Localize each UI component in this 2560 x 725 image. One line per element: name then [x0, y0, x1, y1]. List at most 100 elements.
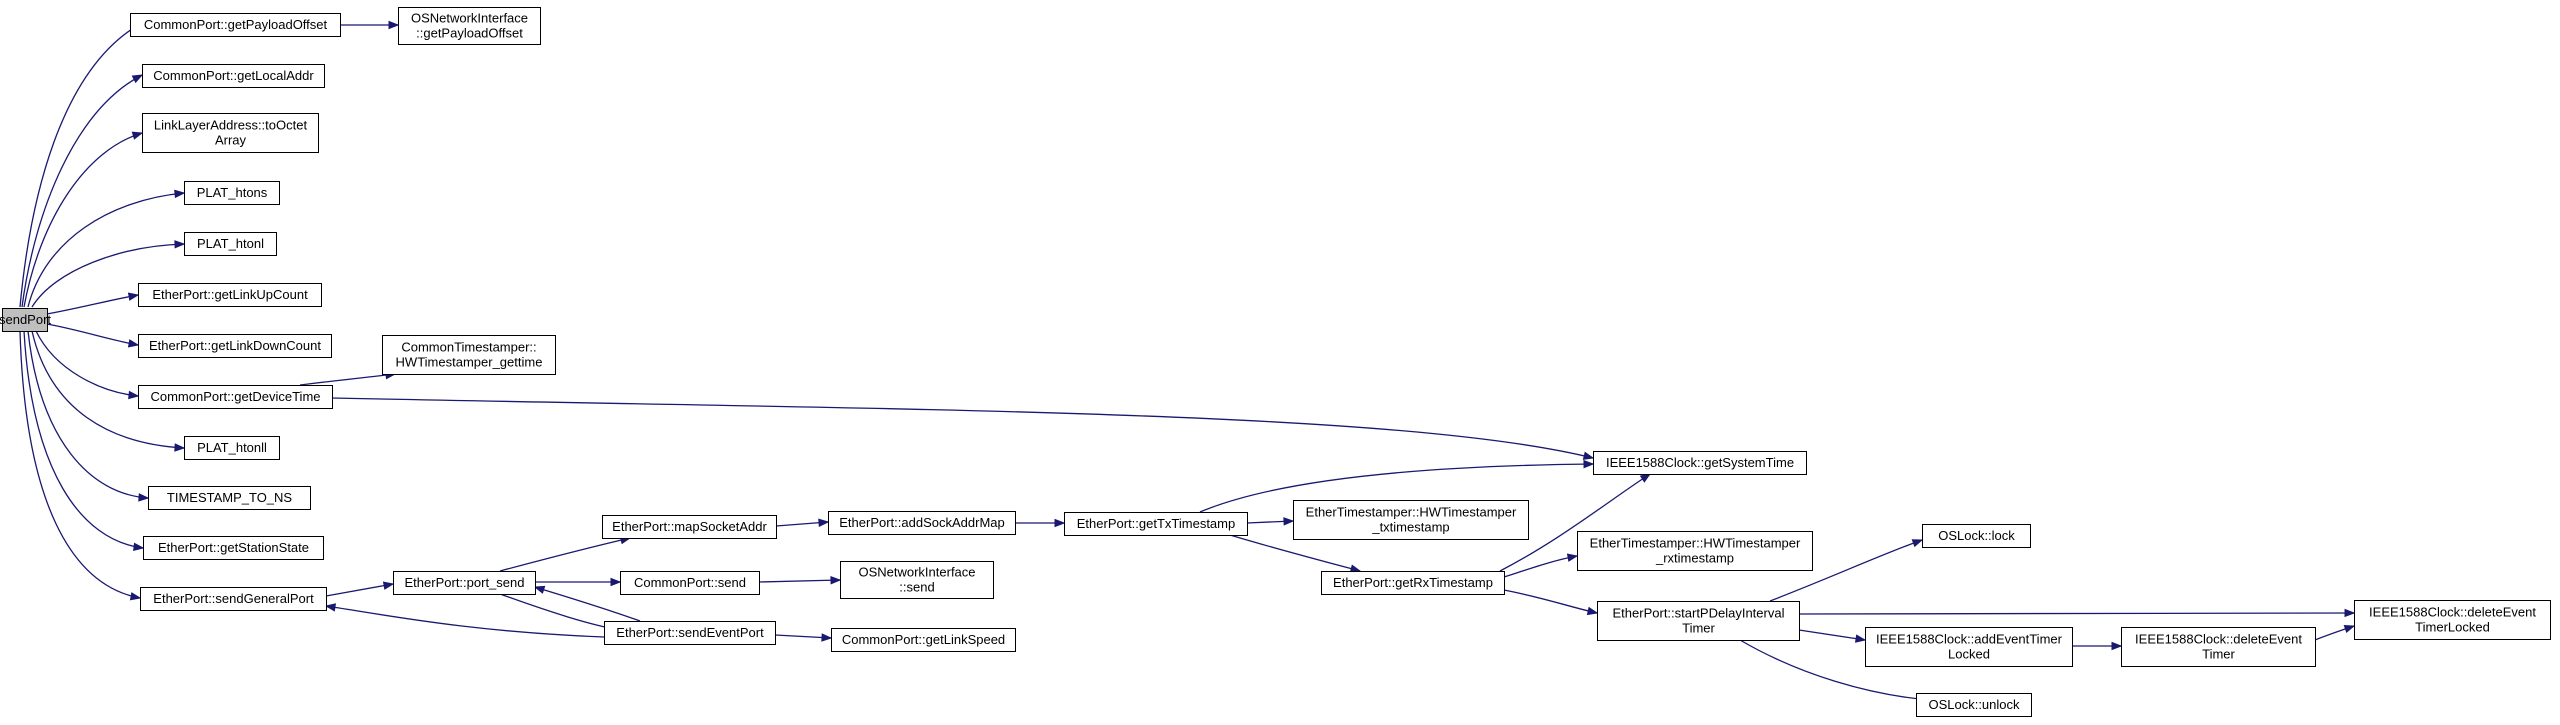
node-label: LinkLayerAddress::toOctet	[154, 118, 308, 133]
node-getStationState[interactable]: EtherPort::getStationState	[143, 536, 324, 560]
edge-line	[1798, 611, 2355, 615]
arrowhead	[1582, 451, 1595, 460]
node-ts_to_ns[interactable]: TIMESTAMP_TO_NS	[148, 486, 311, 510]
node-label: TimerLocked	[2415, 620, 2490, 635]
node-box[interactable]	[1064, 512, 1248, 536]
arrowhead	[174, 240, 186, 249]
node-cp_send[interactable]: CommonPort::send	[620, 571, 760, 595]
edge-getDeviceTime-to-getSystemTime	[331, 397, 1595, 460]
node-mapSocketAddr[interactable]: EtherPort::mapSocketAddr	[602, 515, 777, 539]
node-getLocalAddr[interactable]: CommonPort::getLocalAddr	[142, 64, 325, 88]
node-getRxTimestamp[interactable]: EtherPort::getRxTimestamp	[1321, 571, 1505, 595]
node-unlock[interactable]: OSLock::unlock	[1916, 693, 2032, 717]
arrowhead	[2343, 624, 2356, 634]
node-box[interactable]	[840, 561, 994, 599]
node-sendGeneralPort[interactable]: EtherPort::sendGeneralPort	[140, 587, 327, 611]
node-box[interactable]	[604, 621, 776, 645]
node-box[interactable]	[143, 536, 324, 560]
node-box[interactable]	[142, 113, 319, 153]
edge-line	[19, 23, 141, 308]
node-box[interactable]	[2121, 627, 2316, 667]
node-box[interactable]	[602, 515, 777, 539]
node-hw_gettime[interactable]: CommonTimestamper::HWTimestamper_gettime	[382, 335, 556, 375]
node-htonl[interactable]: PLAT_htonl	[184, 232, 277, 256]
node-box[interactable]	[148, 486, 311, 510]
node-box[interactable]	[1922, 524, 2031, 548]
edge-addSockAddrMap-to-getTxTimestamp	[1015, 518, 1066, 528]
node-box[interactable]	[130, 13, 341, 37]
edge-sendPort-to-getDeviceTime	[35, 330, 140, 400]
node-box[interactable]	[138, 334, 332, 358]
node-getLinkSpeed[interactable]: CommonPort::getLinkSpeed	[831, 628, 1016, 652]
edge-line	[21, 74, 143, 308]
node-box[interactable]	[1293, 500, 1529, 540]
edge-line	[46, 294, 139, 315]
arrowhead	[1283, 517, 1295, 526]
node-box[interactable]	[138, 283, 322, 307]
node-hw_tx[interactable]: EtherTimestamper::HWTimestamper_txtimest…	[1293, 500, 1529, 540]
node-getTxTimestamp[interactable]: EtherPort::getTxTimestamp	[1064, 512, 1248, 536]
edge-startPDelay-to-addEventTimer	[1798, 629, 1867, 643]
node-port_send[interactable]: EtherPort::port_send	[393, 571, 536, 595]
node-label: EtherPort::startPDelayInterval	[1613, 606, 1785, 621]
node-lock[interactable]: OSLock::lock	[1922, 524, 2031, 548]
node-osni_getPayloadOffset[interactable]: OSNetworkInterface::getPayloadOffset	[398, 7, 541, 45]
node-box[interactable]	[2354, 600, 2551, 640]
node-getSystemTime[interactable]: IEEE1588Clock::getSystemTime	[1593, 451, 1807, 475]
node-getDeviceTime[interactable]: CommonPort::getDeviceTime	[138, 385, 333, 409]
node-label: CommonPort::getDeviceTime	[150, 389, 320, 404]
node-box[interactable]	[1916, 693, 2032, 717]
edge-getTxTimestamp-to-hw_tx	[1246, 517, 1295, 526]
node-label: PLAT_htonl	[197, 236, 264, 251]
node-box[interactable]	[2, 308, 48, 332]
node-box[interactable]	[1577, 531, 1813, 571]
arrowhead	[830, 576, 842, 585]
node-label: EtherPort::addSockAddrMap	[839, 515, 1004, 530]
node-box[interactable]	[184, 181, 280, 205]
node-box[interactable]	[382, 335, 556, 375]
node-box[interactable]	[393, 571, 536, 595]
arrowhead	[128, 390, 140, 400]
node-htons[interactable]: PLAT_htons	[184, 181, 280, 205]
node-box[interactable]	[1865, 627, 2073, 667]
node-addSockAddrMap[interactable]: EtherPort::addSockAddrMap	[828, 511, 1016, 535]
node-label: EtherPort::getLinkUpCount	[152, 287, 308, 302]
node-box[interactable]	[1597, 601, 1800, 641]
node-box[interactable]	[140, 587, 327, 611]
edge-getTxTimestamp-to-getSystemTime	[1199, 459, 1595, 513]
node-box[interactable]	[142, 64, 325, 88]
node-htonll[interactable]: PLAT_htonll	[184, 436, 280, 460]
node-box[interactable]	[620, 571, 760, 595]
edge-line	[35, 330, 139, 397]
node-getLinkUpCount[interactable]: EtherPort::getLinkUpCount	[138, 283, 322, 307]
arrowhead	[610, 577, 622, 587]
edge-sendPort-to-htonl	[31, 240, 186, 308]
node-label: EtherPort::getRxTimestamp	[1333, 575, 1493, 590]
node-getLinkDownCount[interactable]: EtherPort::getLinkDownCount	[138, 334, 332, 358]
arrowhead	[133, 542, 145, 552]
node-box[interactable]	[1321, 571, 1505, 595]
node-box[interactable]	[828, 511, 1016, 535]
edge-line	[31, 330, 185, 449]
node-box[interactable]	[184, 232, 277, 256]
node-hw_rx[interactable]: EtherTimestamper::HWTimestamper_rxtimest…	[1577, 531, 1813, 571]
node-label: EtherPort::port_send	[405, 575, 525, 590]
node-label: IEEE1588Clock::addEventTimer	[1876, 632, 2063, 647]
node-sendPort[interactable]: sendPort	[0, 308, 51, 332]
node-box[interactable]	[138, 385, 333, 409]
node-box[interactable]	[398, 7, 541, 45]
node-label: Timer	[2202, 647, 2235, 662]
node-osni_send[interactable]: OSNetworkInterface::send	[840, 561, 994, 599]
node-getPayloadOffset[interactable]: CommonPort::getPayloadOffset	[130, 13, 341, 37]
node-box[interactable]	[831, 628, 1016, 652]
edge-line	[19, 330, 141, 599]
node-box[interactable]	[1593, 451, 1807, 475]
node-box[interactable]	[184, 436, 280, 460]
node-sendEventPort[interactable]: EtherPort::sendEventPort	[604, 621, 776, 645]
